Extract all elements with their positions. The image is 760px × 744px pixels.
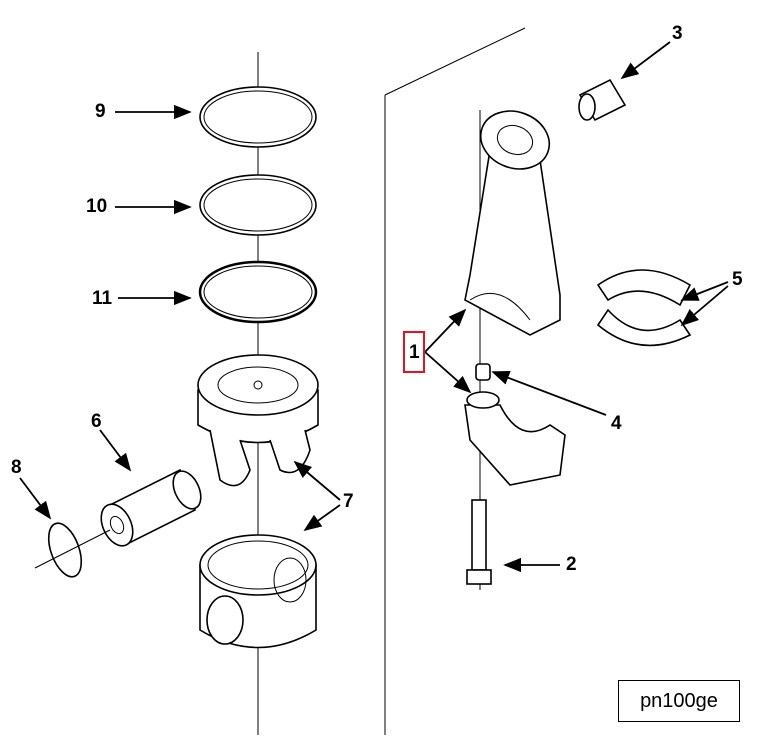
piston-skirt bbox=[199, 534, 317, 649]
callout-1: 1 bbox=[409, 342, 420, 363]
callout-10: 10 bbox=[86, 196, 108, 217]
callout-5: 5 bbox=[732, 269, 743, 290]
dowel bbox=[475, 363, 491, 381]
callout-11: 11 bbox=[92, 288, 113, 309]
small-end-bushing bbox=[578, 78, 627, 122]
callout-6: 6 bbox=[91, 411, 102, 432]
snap-ring bbox=[34, 522, 111, 578]
callout-4: 4 bbox=[611, 413, 622, 434]
figure-code-box: pn100ge bbox=[618, 680, 740, 722]
callout-arrows bbox=[19, 41, 729, 573]
figure-code: pn100ge bbox=[640, 689, 718, 712]
connecting-rod bbox=[464, 110, 561, 336]
piston-pin bbox=[100, 468, 202, 547]
callout-7: 7 bbox=[343, 491, 354, 512]
oil-control-ring bbox=[198, 260, 318, 324]
piston-ring-top bbox=[199, 86, 317, 148]
piston-crown bbox=[197, 354, 319, 487]
callout-3: 3 bbox=[672, 23, 683, 44]
bearing-shells bbox=[596, 269, 692, 347]
connecting-rod-bolt bbox=[466, 499, 492, 585]
piston-ring-second bbox=[199, 174, 317, 236]
callout-2: 2 bbox=[566, 554, 577, 575]
callout-8: 8 bbox=[11, 457, 22, 478]
callout-1-highlight bbox=[403, 331, 425, 373]
callout-9: 9 bbox=[95, 101, 106, 122]
connecting-rod-cap bbox=[464, 391, 566, 486]
